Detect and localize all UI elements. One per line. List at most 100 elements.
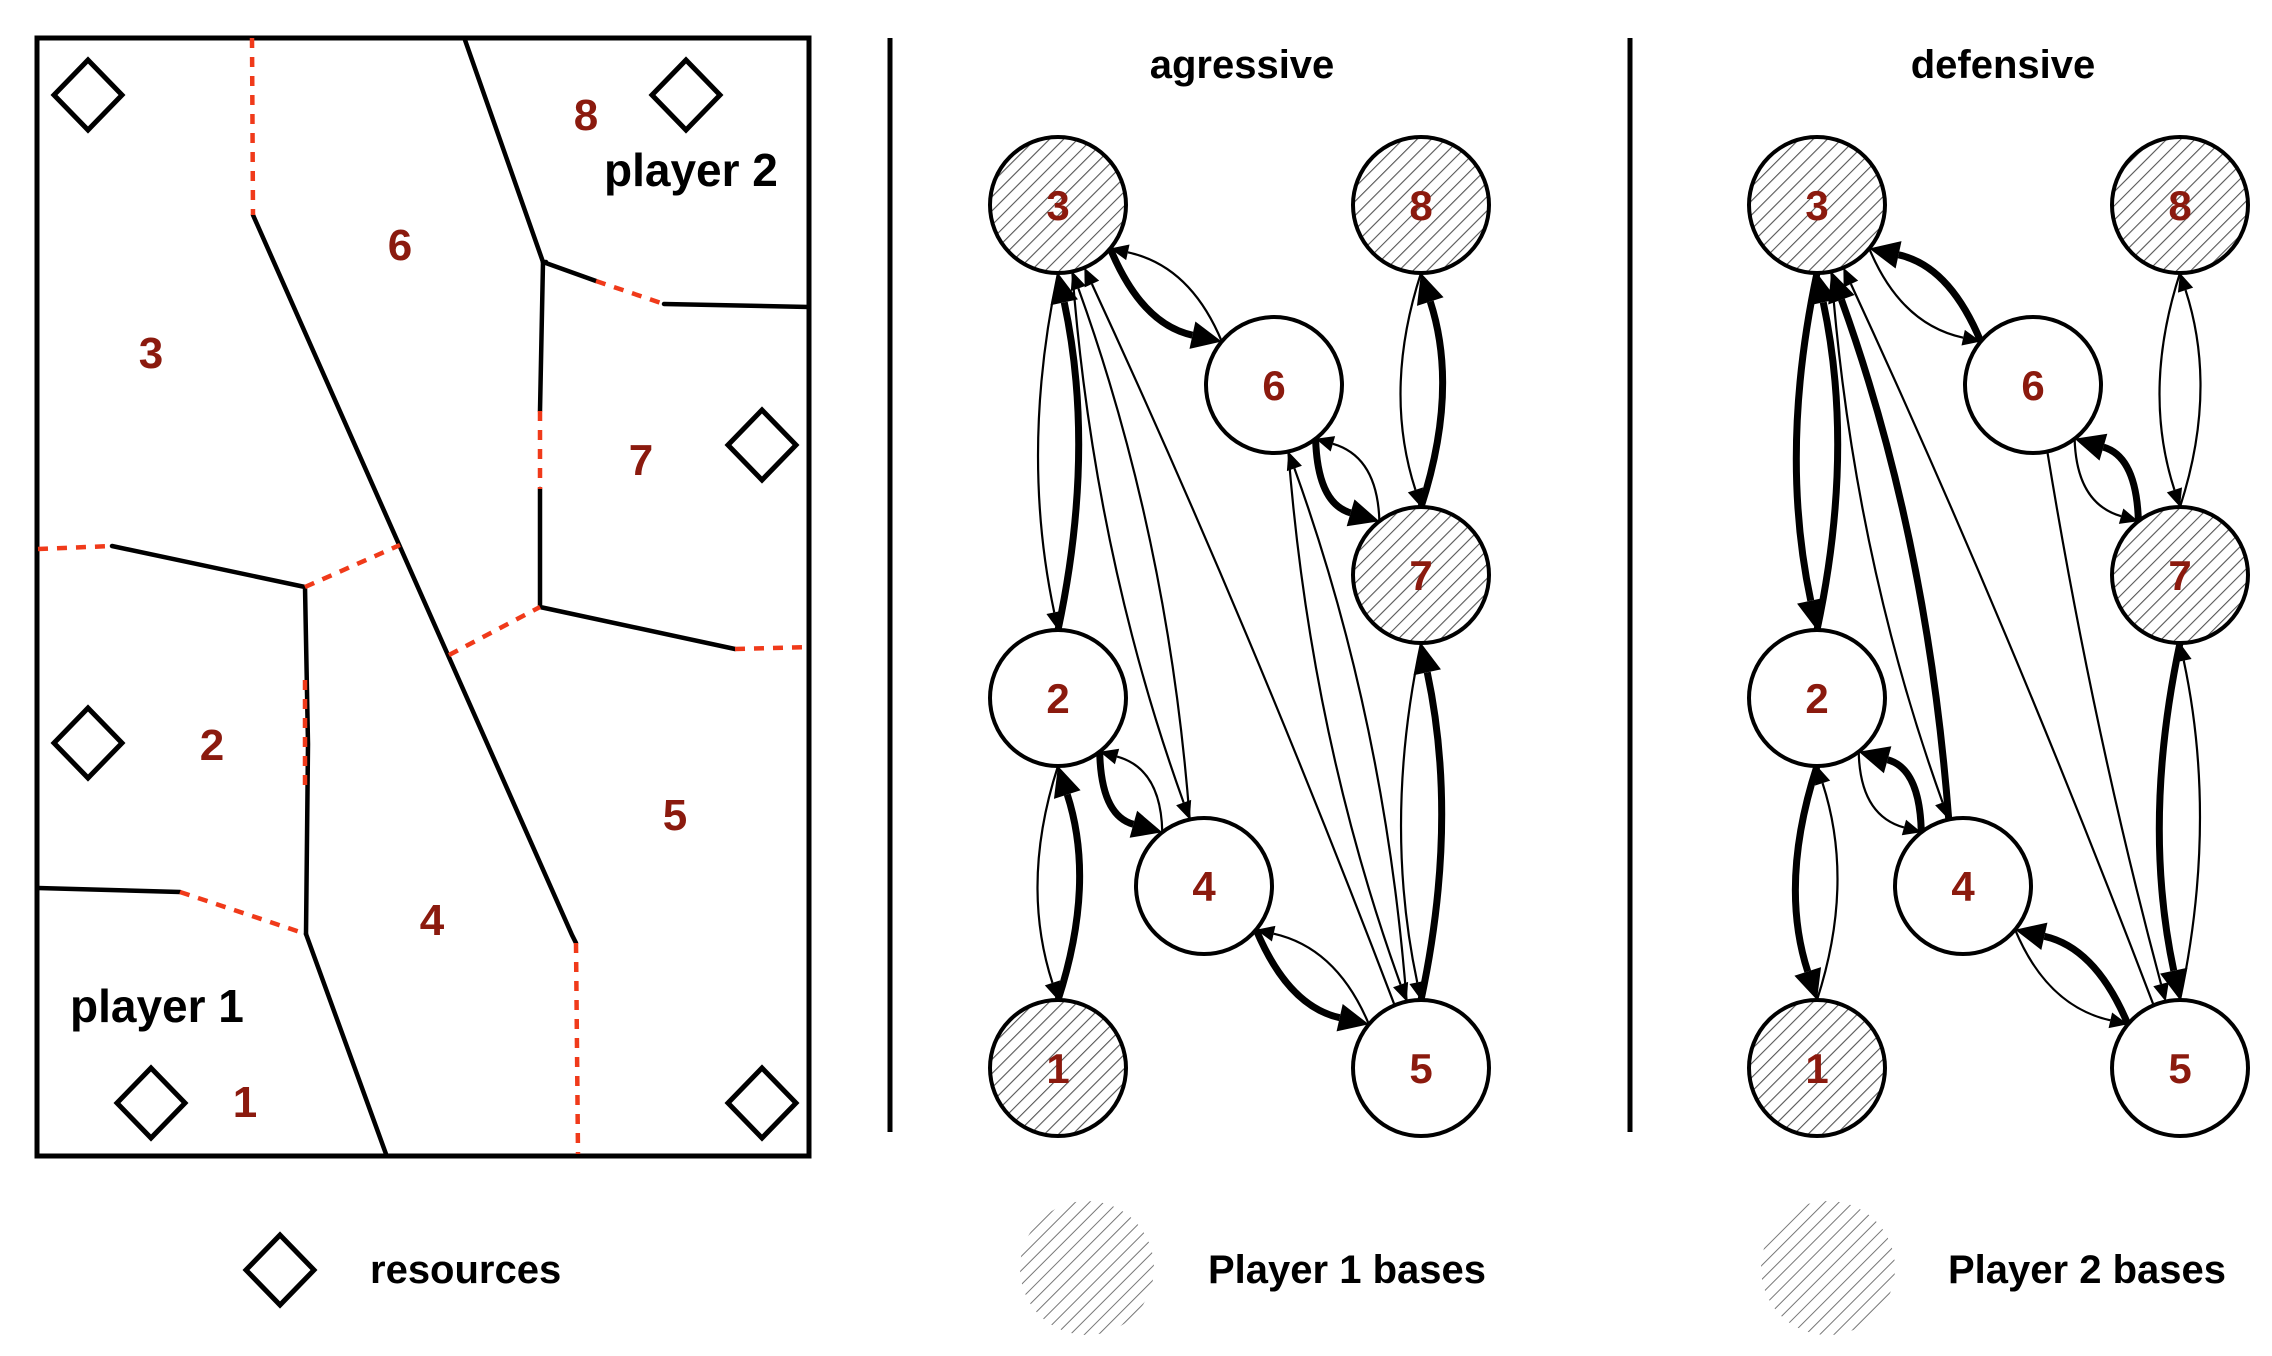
legend-player1-bases-label: Player 1 bases: [1208, 1248, 1486, 1292]
edge-4-to-5: [1252, 928, 1341, 1022]
node-circle: [988, 628, 1128, 768]
arrowhead-4-to-5: [1336, 1004, 1369, 1032]
node-circle: [1351, 998, 1491, 1138]
arrowhead-2-to-4: [1129, 810, 1163, 838]
edge-5-to-6: [1293, 468, 1408, 1002]
node-label: 1: [1805, 1045, 1828, 1092]
edge-3-to-2: [1792, 272, 1821, 602]
arrowhead-4-to-2: [1099, 748, 1120, 765]
node-label: 4: [1951, 863, 1975, 910]
edge-5-to-4: [1273, 932, 1370, 1025]
node-label: 3: [1805, 182, 1828, 229]
resource-diamond: [648, 56, 724, 134]
edge-1-to-2: [1054, 793, 1084, 1002]
node-circle: [1893, 816, 2033, 956]
arrowhead-6-to-7: [1346, 499, 1380, 527]
arrowhead-4-to-3: [1070, 271, 1086, 292]
region-label-5: 5: [663, 791, 687, 840]
edge-6-to-5: [1287, 451, 1402, 985]
arrowhead-6-to-3: [1869, 241, 1902, 269]
edge-7-to-8: [1417, 300, 1447, 509]
edge-4-to-3: [1838, 298, 1953, 820]
base-node-circle: [1747, 998, 1887, 1138]
edge-4-to-2: [1116, 755, 1164, 833]
region-label-6: 6: [388, 221, 412, 270]
region-label-7: 7: [629, 436, 653, 485]
node-label: 7: [2168, 552, 2191, 599]
resource-diamond: [50, 704, 126, 782]
edge-5-to-3: [1090, 283, 1396, 1006]
arrowhead-5-to-4: [1256, 925, 1276, 942]
base-node-circle: [1351, 135, 1491, 275]
edge-3-to-4: [1830, 271, 1944, 803]
node-label: 4: [1192, 863, 1216, 910]
graph-title-agressive: agressive: [1150, 43, 1335, 87]
edge-7-to-5: [2155, 642, 2184, 972]
arrowhead-7-to-6: [2074, 433, 2108, 461]
region-label-8: 8: [574, 91, 598, 140]
arrowhead-5-to-3: [1843, 267, 1859, 288]
edge-4-to-3: [1077, 288, 1191, 820]
edge-2-to-3: [1813, 301, 1842, 631]
edge-5-to-7: [1417, 671, 1446, 1001]
arrowhead-6-to-7: [2118, 508, 2139, 524]
node-5: 5: [2110, 998, 2250, 1138]
arrowhead-4-to-5: [2108, 1012, 2128, 1029]
arrowhead-3-to-6: [1961, 329, 1981, 346]
map-borders: [37, 37, 810, 1155]
arrowhead-4-to-2: [1858, 746, 1892, 774]
resource-diamonds: [50, 56, 800, 1142]
region-label-1: 1: [233, 1078, 257, 1127]
arrowhead-7-to-8: [1416, 273, 1444, 306]
base-node-circle: [2110, 505, 2250, 645]
node-8: 8: [2110, 135, 2250, 275]
arrowhead-5-to-6: [1286, 451, 1302, 472]
node-circle: [1747, 628, 1887, 768]
node-label: 5: [2168, 1045, 2191, 1092]
player-2-label: player 2: [604, 144, 778, 196]
edge-2-to-1: [1036, 765, 1060, 984]
node-3: 3: [988, 135, 1128, 275]
map-panel: 1 2 3 4 5 6 7 8 player 1 player 2: [34, 35, 812, 1159]
resource-diamond: [50, 56, 126, 134]
node-2: 2: [1747, 628, 1887, 768]
graph-title-defensive: defensive: [1911, 43, 2096, 87]
arrowhead-6-to-5: [1393, 981, 1409, 1002]
node-label: 6: [1262, 362, 1285, 409]
node-circle: [1134, 816, 1274, 956]
arrowhead-3-to-2: [1046, 610, 1063, 630]
edge-3-to-2: [1036, 272, 1060, 613]
arrowhead-5-to-3: [1084, 267, 1100, 288]
edge-layer: [1036, 244, 1447, 1032]
arrowhead-2-to-1: [1044, 980, 1061, 1000]
arrowhead-7-to-6: [1315, 436, 1336, 452]
node-3: 3: [1747, 135, 1887, 275]
region-label-2: 2: [200, 721, 224, 770]
arrowhead-6-to-5: [2153, 982, 2169, 1002]
edge-1-to-2: [1815, 782, 1839, 1001]
region-labels: 1 2 3 4 5 6 7 8: [139, 91, 687, 1127]
node-label: 8: [1409, 182, 1432, 229]
arrowhead-8-to-7: [1407, 487, 1424, 507]
node-label: 2: [1805, 675, 1828, 722]
node-7: 7: [1351, 505, 1491, 645]
edge-layer: [1791, 241, 2202, 1029]
arrowhead-8-to-7: [2166, 487, 2183, 507]
arrowhead-1-to-2: [1814, 766, 1831, 786]
legend-resources-label: resources: [370, 1248, 561, 1292]
legend-player2-bases-label: Player 2 bases: [1948, 1248, 2226, 1292]
node-5: 5: [1351, 998, 1491, 1138]
node-7: 7: [2110, 505, 2250, 645]
base-node-circle: [1747, 135, 1887, 275]
node-circle: [1204, 315, 1344, 455]
edge-2-to-4: [1096, 751, 1135, 828]
base-node-circle: [2110, 135, 2250, 275]
edge-2-to-3: [1054, 301, 1083, 631]
arrowhead-5-to-7: [1413, 643, 1441, 676]
resource-diamond: [724, 406, 800, 484]
arrowhead-4-to-3: [1828, 271, 1855, 305]
node-1: 1: [988, 998, 1128, 1138]
